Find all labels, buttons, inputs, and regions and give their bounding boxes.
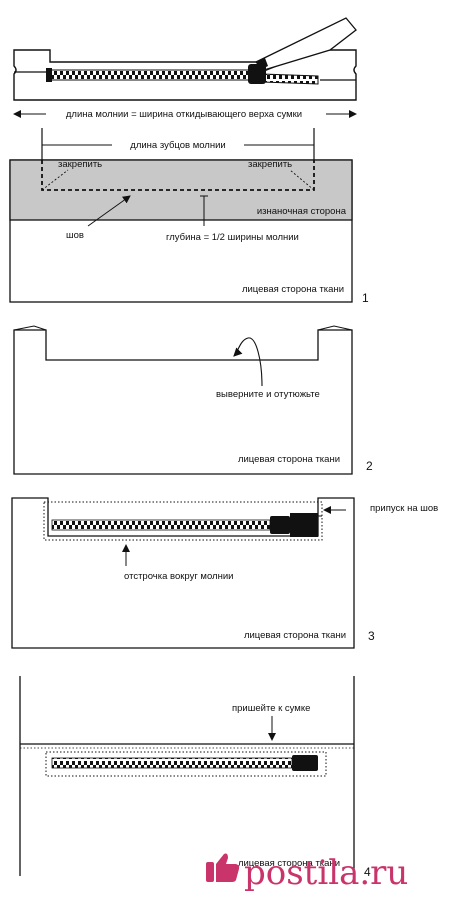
label-secure-left: закрепить: [58, 159, 102, 170]
step-1-panel: длина зубцов молнии закрепить закрепить …: [9, 128, 369, 305]
step-number-2: 2: [366, 459, 373, 473]
watermark-text: postila.ru: [244, 853, 408, 893]
label-right-side-1: лицевая сторона ткани: [242, 284, 344, 295]
zipper-illustration: [13, 17, 357, 101]
topstitch-outline: [43, 501, 323, 541]
turn-arrow: [233, 337, 263, 387]
step-number-1: 1: [362, 291, 369, 305]
thumb-icon: [206, 853, 240, 882]
label-right-side-2: лицевая сторона ткани: [238, 454, 340, 465]
label-right-side-4: лицевая сторона ткани: [238, 858, 340, 869]
label-turn-iron: выверните и отутюжьте: [216, 389, 320, 400]
label-topstitch: отстрочка вокруг молнии: [124, 571, 233, 582]
label-zip-length: длина молнии = ширина откидывающего верх…: [66, 109, 302, 120]
step-2-panel: выверните и отутюжьте лицевая сторона тк…: [13, 325, 373, 475]
step-3-panel: припуск на шов отстрочка вокруг молнии л…: [11, 497, 438, 649]
label-secure-right: закрепить: [248, 159, 292, 170]
fabric-outline-2: [13, 329, 353, 475]
postila-watermark-logo: postila.ru: [206, 853, 408, 893]
label-sew-to-bag: пришейте к сумке: [232, 703, 310, 714]
zipper-stop-left: [46, 68, 52, 82]
zip-length-dimension: длина молнии = ширина откидывающего верх…: [13, 109, 357, 120]
zipper-slider-4: [292, 755, 318, 771]
label-teeth-length: длина зубцов молнии: [130, 140, 225, 151]
step-4-panel: пришейте к сумке лицевая сторона ткани 4: [19, 676, 371, 879]
label-right-side-3: лицевая сторона ткани: [244, 630, 346, 641]
label-seam: шов: [66, 230, 84, 241]
label-wrong-side: изнаночная сторона: [257, 206, 347, 217]
label-depth: глубина = 1/2 ширины молнии: [166, 232, 299, 243]
zipper-slider-icon: [248, 58, 268, 84]
seam-dashed-line: [41, 160, 315, 191]
step-number-3: 3: [368, 629, 375, 643]
zipper-teeth-closed: [49, 69, 256, 81]
zipper-slider-3: [270, 516, 290, 534]
step-number-4: 4: [364, 865, 371, 879]
label-seam-allowance: припуск на шов: [370, 503, 438, 514]
fabric-outline-3: [11, 497, 355, 649]
zipper-teeth-3: [51, 519, 271, 531]
zipper-teeth-4: [51, 757, 293, 769]
topstitch-outline-4: [45, 751, 327, 777]
